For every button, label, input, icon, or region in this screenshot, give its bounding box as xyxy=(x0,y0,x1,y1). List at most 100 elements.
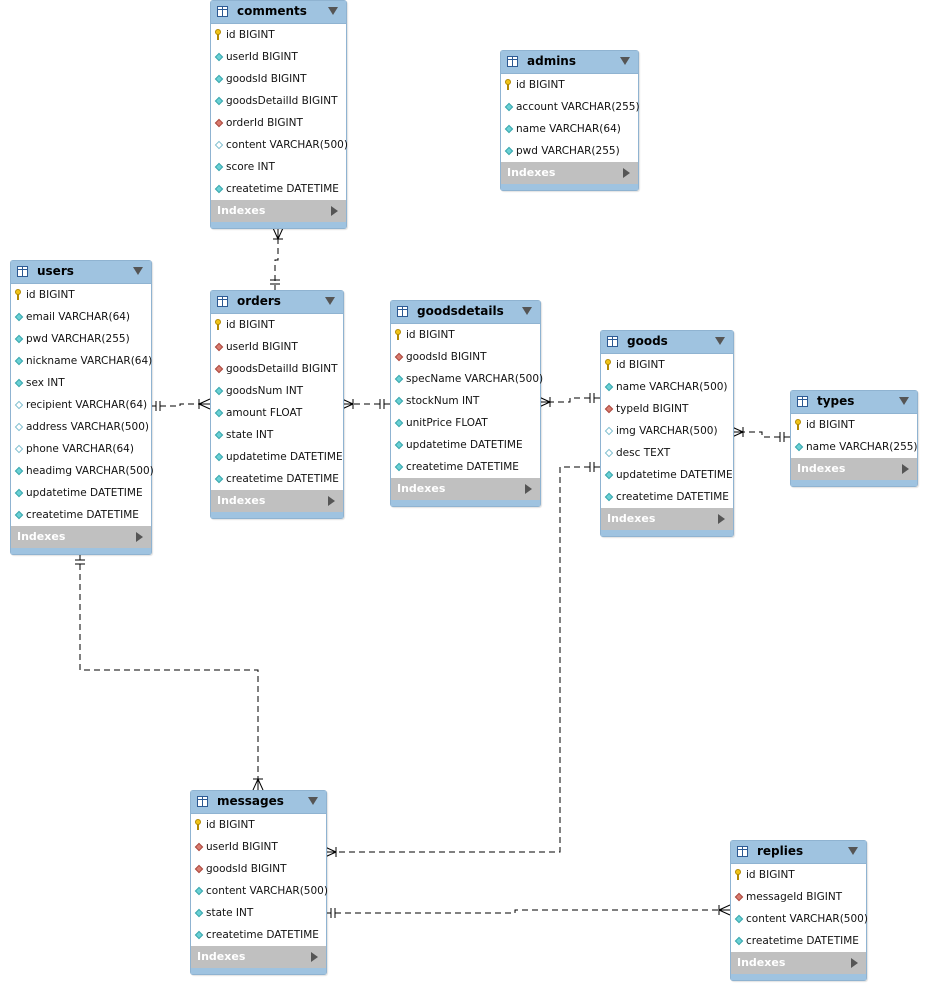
collapse-caret-icon[interactable] xyxy=(715,337,725,345)
table-header[interactable]: admins xyxy=(501,51,638,74)
indexes-section[interactable]: Indexes xyxy=(601,508,733,530)
collapse-caret-icon[interactable] xyxy=(308,797,318,805)
indexes-section[interactable]: Indexes xyxy=(191,946,326,968)
column-row[interactable]: stockNum INT xyxy=(391,390,540,412)
column-row[interactable]: updatetime DATETIME xyxy=(11,482,151,504)
expand-arrow-icon[interactable] xyxy=(331,206,338,216)
column-row[interactable]: pwd VARCHAR(255) xyxy=(11,328,151,350)
column-row[interactable]: createtime DATETIME xyxy=(731,930,866,952)
column-row[interactable]: state INT xyxy=(211,424,343,446)
column-row[interactable]: score INT xyxy=(211,156,346,178)
column-row[interactable]: content VARCHAR(500) xyxy=(211,134,348,156)
column-row[interactable]: state INT xyxy=(191,902,326,924)
collapse-caret-icon[interactable] xyxy=(848,847,858,855)
column-row[interactable]: createtime DATETIME xyxy=(391,456,540,478)
expand-arrow-icon[interactable] xyxy=(311,952,318,962)
column-row[interactable]: id BIGINT xyxy=(211,24,346,46)
column-row[interactable]: id BIGINT xyxy=(211,314,343,336)
column-row[interactable]: headimg VARCHAR(500) xyxy=(11,460,154,482)
column-row[interactable]: goodsDetailId BIGINT xyxy=(211,90,346,112)
table-header[interactable]: goodsdetails xyxy=(391,301,540,324)
expand-arrow-icon[interactable] xyxy=(328,496,335,506)
collapse-caret-icon[interactable] xyxy=(328,7,338,15)
column-row[interactable]: img VARCHAR(500) xyxy=(601,420,733,442)
column-row[interactable]: orderId BIGINT xyxy=(211,112,346,134)
table-header[interactable]: replies xyxy=(731,841,866,864)
table-header[interactable]: goods xyxy=(601,331,733,354)
column-row[interactable]: id BIGINT xyxy=(731,864,866,886)
indexes-section[interactable]: Indexes xyxy=(791,458,917,480)
column-row[interactable]: createtime DATETIME xyxy=(211,468,343,490)
column-row[interactable]: id BIGINT xyxy=(391,324,540,346)
expand-arrow-icon[interactable] xyxy=(718,514,725,524)
column-row[interactable]: createtime DATETIME xyxy=(601,486,733,508)
column-row[interactable]: content VARCHAR(500) xyxy=(731,908,868,930)
column-row[interactable]: goodsId BIGINT xyxy=(391,346,540,368)
expand-arrow-icon[interactable] xyxy=(851,958,858,968)
table-header[interactable]: users xyxy=(11,261,151,284)
indexes-section[interactable]: Indexes xyxy=(391,478,540,500)
column-row[interactable]: desc TEXT xyxy=(601,442,733,464)
column-row[interactable]: id BIGINT xyxy=(501,74,638,96)
column-row[interactable]: updatetime DATETIME xyxy=(601,464,733,486)
column-row[interactable]: userId BIGINT xyxy=(211,336,343,358)
indexes-section[interactable]: Indexes xyxy=(11,526,151,548)
column-row[interactable]: goodsDetailId BIGINT xyxy=(211,358,343,380)
column-row[interactable]: userId BIGINT xyxy=(191,836,326,858)
column-row[interactable]: specName VARCHAR(500) xyxy=(391,368,543,390)
column-row[interactable]: createtime DATETIME xyxy=(11,504,151,526)
column-row[interactable]: messageId BIGINT xyxy=(731,886,866,908)
column-row[interactable]: phone VARCHAR(64) xyxy=(11,438,151,460)
indexes-section[interactable]: Indexes xyxy=(211,490,343,512)
column-row[interactable]: goodsNum INT xyxy=(211,380,343,402)
column-row[interactable]: name VARCHAR(255) xyxy=(791,436,918,458)
column-row[interactable]: id BIGINT xyxy=(191,814,326,836)
table-header[interactable]: types xyxy=(791,391,917,414)
column-row[interactable]: createtime DATETIME xyxy=(191,924,326,946)
column-row[interactable]: goodsId BIGINT xyxy=(211,68,346,90)
column-row[interactable]: address VARCHAR(500) xyxy=(11,416,151,438)
column-row[interactable]: sex INT xyxy=(11,372,151,394)
collapse-caret-icon[interactable] xyxy=(620,57,630,65)
column-row[interactable]: email VARCHAR(64) xyxy=(11,306,151,328)
expand-arrow-icon[interactable] xyxy=(902,464,909,474)
column-row[interactable]: unitPrice FLOAT xyxy=(391,412,540,434)
collapse-caret-icon[interactable] xyxy=(899,397,909,405)
column-row[interactable]: goodsId BIGINT xyxy=(191,858,326,880)
column-row[interactable]: id BIGINT xyxy=(601,354,733,376)
table-header[interactable]: orders xyxy=(211,291,343,314)
table-header[interactable]: comments xyxy=(211,1,346,24)
expand-arrow-icon[interactable] xyxy=(623,168,630,178)
column-row[interactable]: id BIGINT xyxy=(11,284,151,306)
column-row[interactable]: account VARCHAR(255) xyxy=(501,96,640,118)
column-row[interactable]: createtime DATETIME xyxy=(211,178,346,200)
column-row[interactable]: name VARCHAR(64) xyxy=(501,118,638,140)
column-row[interactable]: typeId BIGINT xyxy=(601,398,733,420)
column-row[interactable]: amount FLOAT xyxy=(211,402,343,424)
column-row[interactable]: recipient VARCHAR(64) xyxy=(11,394,151,416)
expand-arrow-icon[interactable] xyxy=(525,484,532,494)
indexes-section[interactable]: Indexes xyxy=(211,200,346,222)
indexes-section[interactable]: Indexes xyxy=(501,162,638,184)
column-row[interactable]: pwd VARCHAR(255) xyxy=(501,140,638,162)
column-row[interactable]: content VARCHAR(500) xyxy=(191,880,328,902)
collapse-caret-icon[interactable] xyxy=(522,307,532,315)
expand-arrow-icon[interactable] xyxy=(136,532,143,542)
collapse-caret-icon[interactable] xyxy=(325,297,335,305)
table-header[interactable]: messages xyxy=(191,791,326,814)
column-row[interactable]: nickname VARCHAR(64) xyxy=(11,350,152,372)
column-row[interactable]: userId BIGINT xyxy=(211,46,346,68)
collapse-caret-icon[interactable] xyxy=(133,267,143,275)
column-row[interactable]: updatetime DATETIME xyxy=(391,434,540,456)
column-row[interactable]: updatetime DATETIME xyxy=(211,446,343,468)
indexes-section[interactable]: Indexes xyxy=(731,952,866,974)
